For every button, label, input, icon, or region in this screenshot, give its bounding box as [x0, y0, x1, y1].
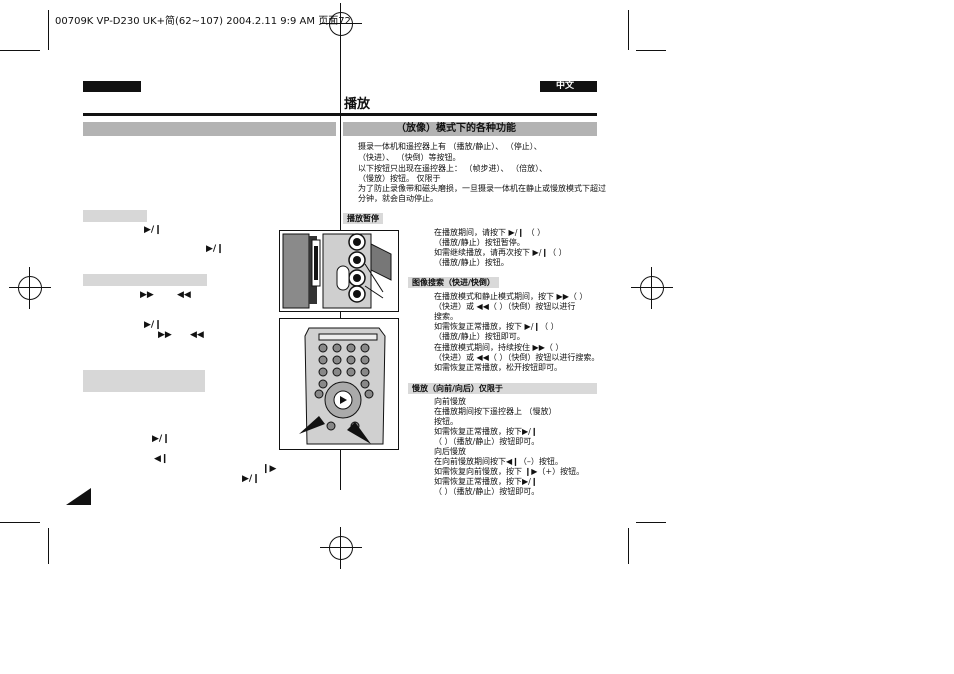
- slow-line: 向后慢放: [434, 447, 466, 456]
- intro-line: 分钟，就会自动停止。: [358, 194, 438, 203]
- slow-line: 如需恢复正常播放，按下▶/❙: [434, 477, 538, 486]
- crop-mark: [636, 50, 666, 51]
- search-line: 在播放模式和静止模式期间，按下 ▶▶（ ）: [434, 292, 588, 301]
- search-line: （快进）或 ◀◀（ ）（快倒）按钮以进行: [434, 302, 576, 311]
- search-line: （快进）或 ◀◀（ ）（快倒）按钮以进行搜索。: [434, 353, 600, 362]
- slow-back-icon: ◀❙: [154, 454, 169, 464]
- slow-line: 如需恢复向前慢放，按下 ❙▶（+）按钮。: [434, 467, 585, 476]
- play-pause-icon: ▶/❙: [144, 225, 162, 235]
- left-label-bar: [83, 210, 147, 222]
- search-line: 搜索。: [434, 312, 458, 321]
- intro-line: 摄录一体机和遥控器上有 （播放/静止）、 （停止）、: [358, 142, 542, 151]
- page-title: 播放: [344, 97, 371, 112]
- intro-line: （慢放）按钮。 仅限于: [358, 174, 441, 183]
- search-line: 在播放模式期间，持续按住 ▶▶（ ）: [434, 343, 564, 352]
- left-label-bar: [83, 370, 205, 392]
- slow-line: 在向前慢放期间按下◀❙（–）按钮。: [434, 457, 563, 466]
- slow-line: 在播放期间按下遥控器上 （慢放）: [434, 407, 557, 416]
- registration-mark: [631, 267, 673, 309]
- search-line: 如需恢复正常播放，按下 ▶/❙（ ）: [434, 322, 559, 331]
- play-pause-icon: ▶/❙: [144, 320, 162, 330]
- crop-mark: [48, 10, 49, 50]
- english-tab: [83, 81, 141, 92]
- crop-mark: [48, 528, 49, 564]
- remote-illustration: [279, 318, 399, 450]
- pause-line: 如需继续播放，请再次按下 ▶/❙（ ）: [434, 248, 567, 257]
- search-line: （播放/静止）按钮即可。: [434, 332, 525, 341]
- crop-mark: [0, 50, 40, 51]
- left-label-bar: [83, 274, 207, 286]
- play-pause-icon: ▶/❙: [206, 244, 224, 254]
- top-rule: [83, 113, 597, 116]
- slow-heading: 慢放（向前/向后）仅限于: [408, 383, 597, 394]
- right-section-bar: [343, 122, 597, 136]
- registration-mark: [9, 267, 51, 309]
- section-heading: （放像）模式下的各种功能: [396, 123, 516, 134]
- crop-mark: [628, 10, 629, 50]
- fast-forward-icon: ▶▶: [140, 290, 154, 300]
- crop-mark: [628, 528, 629, 564]
- intro-line: （快进）、 （快倒）等按钮。: [358, 153, 461, 162]
- page-marker-icon: [66, 488, 91, 505]
- registration-mark: [320, 527, 362, 569]
- fast-forward-icon: ▶▶: [158, 330, 172, 340]
- pause-line: （播放/静止）按钮。: [434, 258, 509, 267]
- intro-line: 为了防止录像带和磁头磨损，一旦摄录一体机在静止或慢放模式下超过: [358, 184, 606, 193]
- pause-heading: 播放暂停: [343, 213, 383, 224]
- rewind-icon: ◀◀: [177, 290, 191, 300]
- slow-line: （ ）（播放/静止）按钮即可。: [434, 487, 540, 496]
- slow-line: 向前慢放: [434, 397, 466, 406]
- print-header: 00709K VP-D230 UK+简(62~107) 2004.2.11 9:…: [55, 16, 351, 27]
- slow-forward-icon: ❙▶: [262, 464, 277, 474]
- camcorder-illustration: [279, 230, 399, 312]
- crop-mark: [636, 522, 666, 523]
- language-label: 中文: [556, 81, 575, 91]
- search-heading: 图像搜索（快进/快倒）: [408, 277, 499, 288]
- pause-line: 在播放期间，请按下 ▶/❙ （ ）: [434, 228, 546, 237]
- crop-mark: [0, 522, 40, 523]
- search-line: 如需恢复正常播放，松开按钮即可。: [434, 363, 562, 372]
- language-tab: [540, 81, 597, 92]
- left-section-bar: [83, 122, 336, 136]
- slow-line: （ ）（播放/静止）按钮即可。: [434, 437, 540, 446]
- play-pause-icon: ▶/❙: [152, 434, 170, 444]
- rewind-icon: ◀◀: [190, 330, 204, 340]
- slow-line: 按钮。: [434, 417, 458, 426]
- pause-line: （播放/静止）按钮暂停。: [434, 238, 525, 247]
- registration-mark: [320, 3, 362, 45]
- intro-line: 以下按钮只出现在遥控器上： （帧步进）、 （倍放）、: [358, 164, 548, 173]
- play-pause-icon: ▶/❙: [242, 474, 260, 484]
- slow-line: 如需恢复正常播放，按下▶/❙: [434, 427, 538, 436]
